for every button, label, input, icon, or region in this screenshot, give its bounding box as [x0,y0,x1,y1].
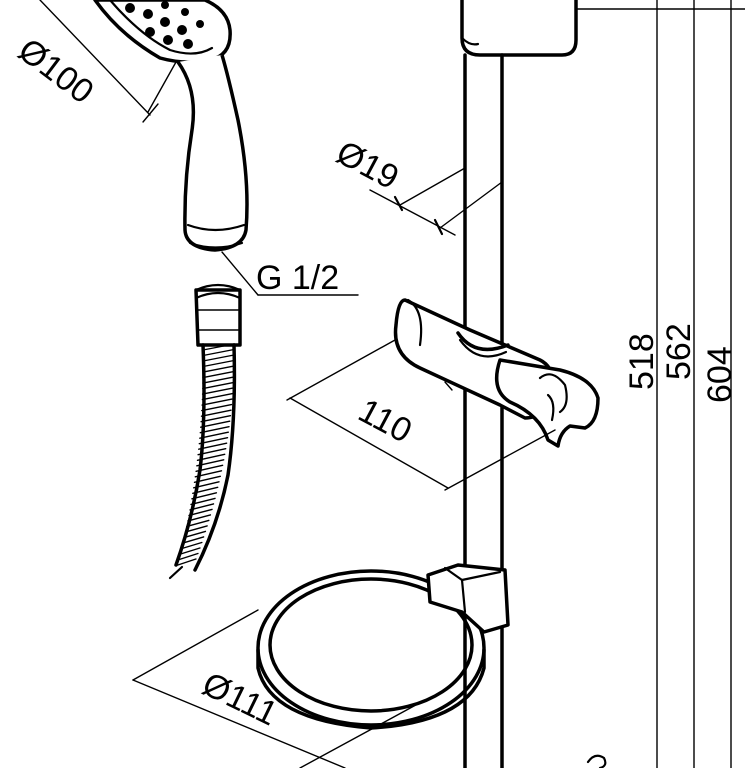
slider-holder [393,298,600,448]
cutoff-label-fragment [586,754,607,768]
shower-rail [460,0,578,768]
slider-width-label: 110 [352,392,418,451]
height-labels: 518 562 604 [623,323,739,403]
height-562-label: 562 [660,323,698,380]
dish-diameter-label: Ø111 [196,665,283,733]
dim-thread: G 1/2 [221,251,359,297]
thread-label: G 1/2 [256,259,339,297]
height-518-label: 518 [623,333,661,390]
soap-dish [256,563,510,730]
dim-dish-diameter: Ø111 [132,609,426,768]
shower-hose [168,283,242,580]
vertical-dimension-lines [574,0,745,768]
nozzle-dots [125,1,204,49]
hand-shower [93,0,249,252]
head-diameter-label: Ø100 [11,31,100,111]
height-604-label: 604 [701,346,739,403]
rail-diameter-label: Ø19 [330,134,405,198]
dim-rail-diameter: Ø19 [330,134,503,236]
